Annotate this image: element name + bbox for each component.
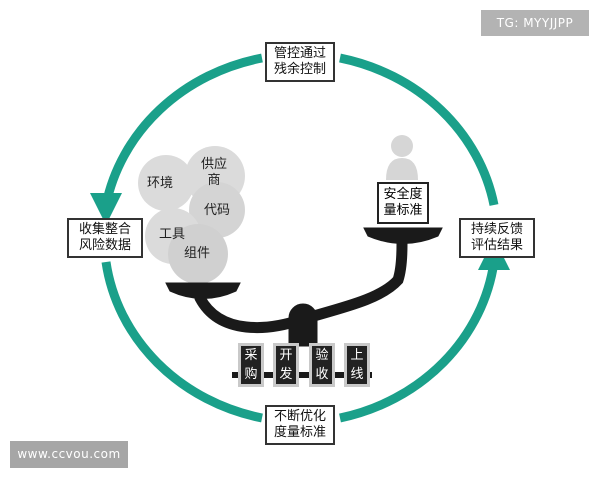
balance-scale [165, 227, 443, 378]
box-feedback-line-2: 评估结果 [470, 238, 523, 253]
bubble-label-env: 环境 [147, 176, 174, 191]
stage-launch-char-1: 上 [347, 346, 367, 365]
stage-procure-char-2: 购 [241, 365, 261, 384]
bubble-label-supply-line-2: 商 [207, 173, 221, 188]
cycle-arc-top-left [101, 53, 263, 206]
box-control: 管控通过 残余控制 [265, 42, 335, 82]
bubble-component [168, 224, 228, 284]
stage-procure-char-1: 采 [241, 346, 261, 365]
stage-launch-char-2: 线 [347, 365, 367, 384]
box-collect: 收集整合 风险数据 [67, 218, 143, 258]
stage-launch: 上 线 [344, 343, 370, 387]
bubble-label-supply: 供应 商 [201, 157, 227, 189]
bubble-code [189, 182, 245, 238]
box-control-line-2: 残余控制 [273, 62, 326, 77]
standard-line-2: 量标准 [383, 203, 423, 218]
stage-accept-char-1: 验 [312, 346, 332, 365]
box-optimize: 不断优化 度量标准 [265, 405, 335, 445]
stage-develop-char-1: 开 [276, 346, 296, 365]
scale-pivot [288, 303, 318, 347]
watermark-bottom: www.ccvou.com [10, 441, 128, 468]
stage-develop: 开 发 [273, 343, 299, 387]
stage-accept: 验 收 [309, 343, 335, 387]
cycle-arc-bottom-right [339, 261, 499, 423]
standard-box: 安全度 量标准 [377, 182, 429, 224]
bubble-env [138, 155, 194, 211]
box-control-line-1: 管控通过 [273, 46, 326, 61]
stage-procure: 采 购 [238, 343, 264, 387]
cycle-arc-top-right [339, 53, 499, 206]
box-optimize-line-1: 不断优化 [273, 409, 326, 424]
cycle-arc-bottom-left [101, 261, 263, 423]
watermark-top: TG: MYYJJPP [481, 10, 589, 36]
stage-develop-char-2: 发 [276, 365, 296, 384]
bubble-label-supply-line-1: 供应 [201, 157, 228, 172]
box-collect-line-1: 收集整合 [78, 222, 131, 237]
stage-accept-char-2: 收 [312, 365, 332, 384]
bubble-label-code: 代码 [204, 203, 231, 218]
box-feedback: 持续反馈 评估结果 [459, 218, 535, 258]
left-pan [165, 282, 241, 299]
bubble-label-component: 组件 [184, 246, 211, 261]
weight-figure [386, 135, 418, 180]
right-pan [363, 227, 443, 244]
scale-base [232, 372, 372, 378]
scale-beam [194, 238, 408, 334]
standard-line-1: 安全度 [383, 187, 423, 202]
box-collect-line-2: 风险数据 [78, 238, 131, 253]
box-feedback-line-1: 持续反馈 [470, 222, 523, 237]
cycle-arrow-left [90, 193, 122, 225]
bubble-label-tool: 工具 [159, 227, 186, 242]
box-optimize-line-2: 度量标准 [273, 425, 326, 440]
bubble-group [138, 146, 245, 284]
